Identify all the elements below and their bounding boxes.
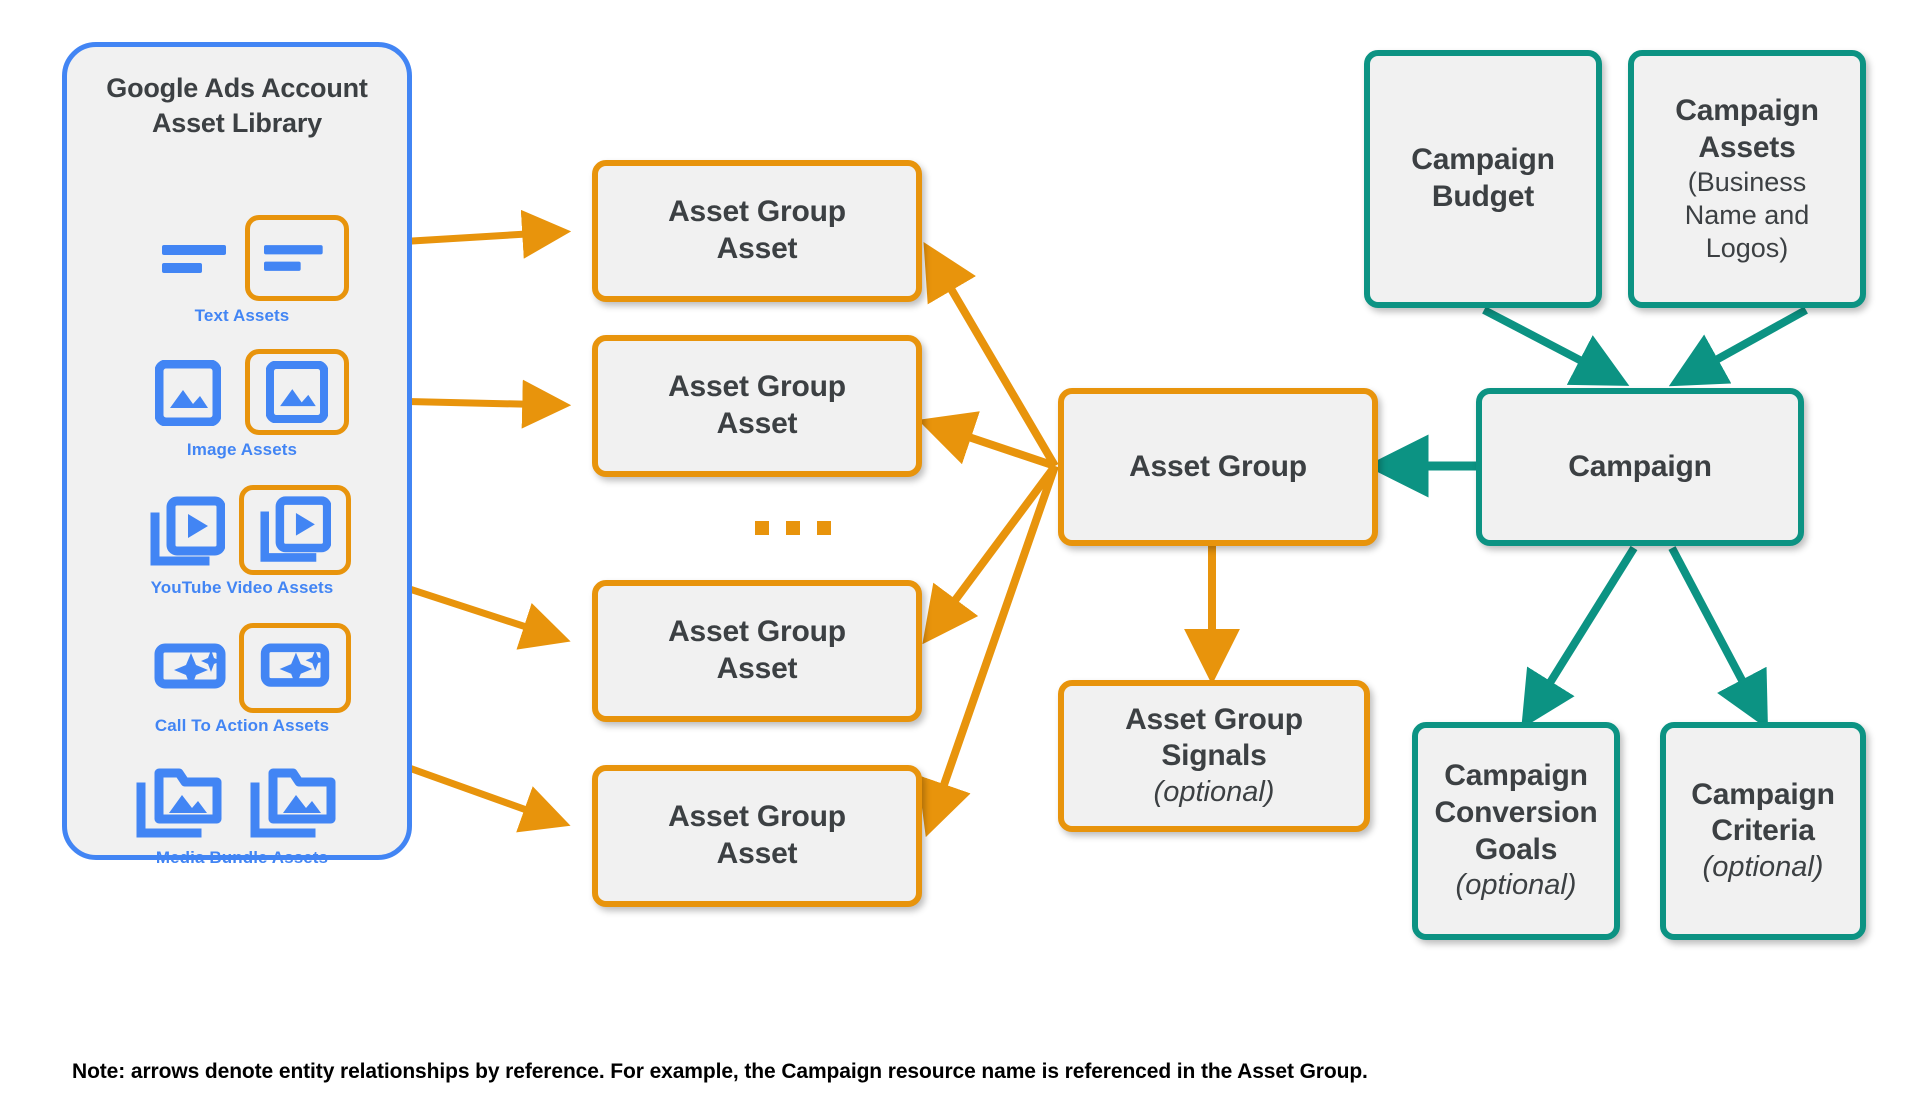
campaign-label: Campaign xyxy=(1568,449,1712,483)
campaign-budget-box[interactable]: Campaign Budget xyxy=(1364,50,1602,308)
campaign-assets-line1: Campaign xyxy=(1675,94,1819,127)
asset-row-media-bundle: Media Bundle Assets xyxy=(67,757,417,868)
asset-group-asset-line2: Asset xyxy=(716,232,798,265)
image-asset-highlight-box[interactable] xyxy=(245,349,349,435)
asset-group-asset-line2: Asset xyxy=(716,652,798,685)
library-title-line2: Asset Library xyxy=(152,107,322,138)
asset-row-text: Text Assets xyxy=(67,215,417,326)
asset-group-signals-line1: Asset Group xyxy=(1125,702,1303,736)
conversion-goals-line2: Conversion xyxy=(1434,796,1598,830)
campaign-criteria-line2: Criteria xyxy=(1711,814,1815,848)
campaign-criteria-optional: (optional) xyxy=(1702,850,1824,883)
asset-label-image: Image Assets xyxy=(186,440,298,459)
asset-group-asset-box-4[interactable]: Asset Group Asset xyxy=(592,765,922,907)
asset-group-asset-box-1[interactable]: Asset Group Asset xyxy=(592,160,922,302)
campaign-assets-line2: Assets xyxy=(1698,130,1796,164)
call-to-action-icon xyxy=(154,643,226,689)
footer-note: Note: arrows denote entity relationships… xyxy=(72,1060,1368,1083)
campaign-assets-sub3: Logos) xyxy=(1705,233,1789,264)
asset-group-asset-line1: Asset Group xyxy=(668,800,846,834)
image-asset-icon xyxy=(155,360,221,426)
video-asset-highlight-box[interactable] xyxy=(239,485,351,575)
ellipsis-dot xyxy=(786,521,800,535)
campaign-assets-sub2: Name and xyxy=(1684,200,1810,231)
campaign-assets-box[interactable]: Campaign Assets (Business Name and Logos… xyxy=(1628,50,1866,308)
asset-group-asset-box-3[interactable]: Asset Group Asset xyxy=(592,580,922,722)
call-to-action-icon-selected xyxy=(260,643,330,687)
campaign-budget-line1: Campaign xyxy=(1411,143,1555,177)
asset-group-label: Asset Group xyxy=(1129,449,1307,483)
campaign-budget-line2: Budget xyxy=(1431,180,1535,213)
asset-row-image: Image Assets xyxy=(67,349,417,460)
text-asset-highlight-box[interactable] xyxy=(245,215,349,301)
media-bundle-icon-second xyxy=(250,768,336,838)
asset-label-cta: Call To Action Assets xyxy=(154,716,330,735)
campaign-assets-sub1: (Business xyxy=(1687,167,1807,198)
asset-group-asset-line1: Asset Group xyxy=(668,370,846,404)
call-to-action-highlight-box[interactable] xyxy=(239,623,351,713)
asset-row-cta: Call To Action Assets xyxy=(67,623,417,736)
video-asset-icon xyxy=(150,496,225,566)
library-title-line1: Google Ads Account xyxy=(106,73,368,103)
asset-group-signals-optional: (optional) xyxy=(1153,775,1275,808)
campaign-box[interactable]: Campaign xyxy=(1476,388,1804,546)
asset-group-signals-box[interactable]: Asset Group Signals (optional) xyxy=(1058,680,1370,832)
conversion-goals-line1: Campaign xyxy=(1444,759,1588,793)
campaign-conversion-goals-box[interactable]: Campaign Conversion Goals (optional) xyxy=(1412,722,1620,940)
image-asset-icon-selected xyxy=(266,361,328,423)
asset-label-media-bundle: Media Bundle Assets xyxy=(155,848,329,867)
ellipsis-indicator xyxy=(755,521,831,535)
text-asset-icon-selected xyxy=(264,245,323,271)
video-asset-icon-selected xyxy=(260,496,331,562)
asset-group-signals-line2: Signals xyxy=(1161,739,1267,773)
campaign-criteria-box[interactable]: Campaign Criteria (optional) xyxy=(1660,722,1866,940)
media-bundle-icon xyxy=(136,768,222,838)
asset-library-title: Google Ads Account Asset Library xyxy=(67,71,407,140)
asset-library-panel: Google Ads Account Asset Library T xyxy=(62,42,412,867)
asset-group-box[interactable]: Asset Group xyxy=(1058,388,1378,546)
text-asset-icon xyxy=(162,245,226,273)
conversion-goals-line3: Goals xyxy=(1474,832,1558,866)
asset-label-text: Text Assets xyxy=(194,306,290,325)
ellipsis-dot xyxy=(755,521,769,535)
asset-label-video: YouTube Video Assets xyxy=(150,578,334,597)
ellipsis-dot xyxy=(817,521,831,535)
campaign-criteria-line1: Campaign xyxy=(1691,777,1835,811)
asset-row-video: YouTube Video Assets xyxy=(67,485,417,598)
asset-group-asset-line2: Asset xyxy=(716,837,798,870)
asset-group-asset-line1: Asset Group xyxy=(668,195,846,229)
asset-group-asset-line2: Asset xyxy=(716,407,798,440)
conversion-goals-optional: (optional) xyxy=(1455,869,1577,902)
asset-group-asset-box-2[interactable]: Asset Group Asset xyxy=(592,335,922,477)
asset-group-asset-line1: Asset Group xyxy=(668,615,846,649)
